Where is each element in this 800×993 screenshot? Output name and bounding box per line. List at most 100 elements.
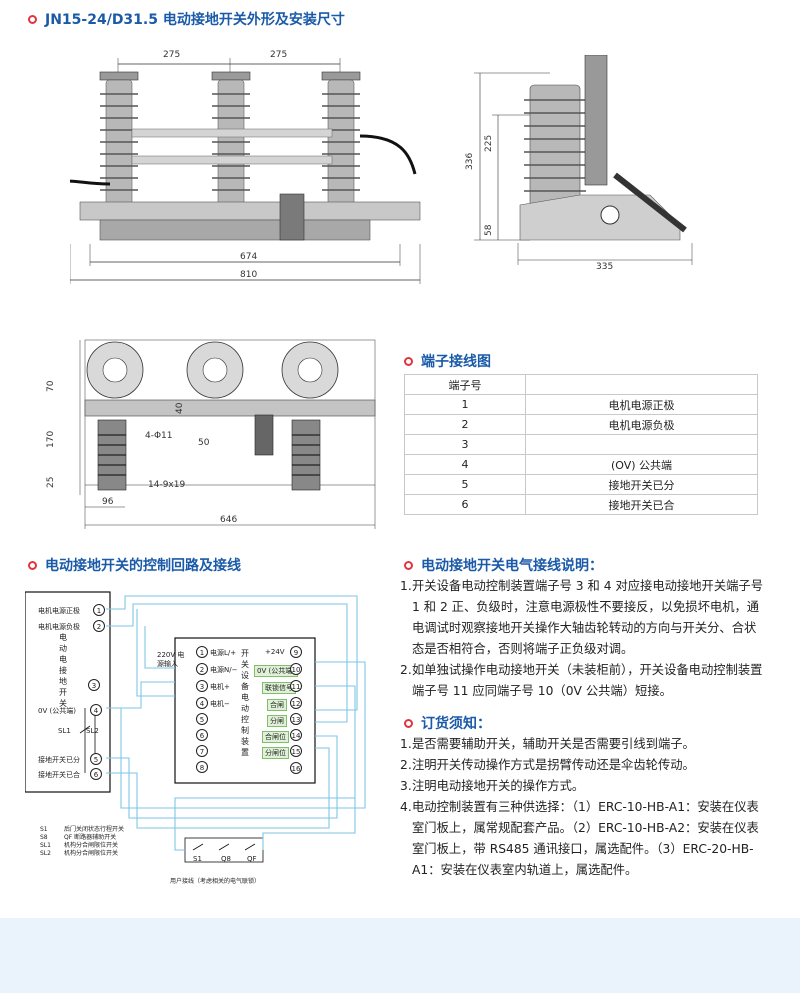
front-dim-674: 674 (240, 252, 258, 262)
terminal-table-header: 端子号 (404, 374, 758, 395)
side-view-drawing (474, 55, 693, 265)
legend-code: SL1 (40, 842, 51, 849)
ctrl-mid-label: 电机+ (210, 683, 230, 691)
note-index: 4. (400, 800, 412, 814)
order-notes-title: 订货须知： (404, 713, 491, 733)
legend-row: SL1 机构分合闸限位开关 (40, 842, 124, 850)
list-item: 1. 是否需要辅助开关，辅助开关是否需要引线到端子。 (400, 734, 765, 755)
plan-dim-25: 25 (46, 476, 56, 488)
plan-dim-170: 170 (46, 430, 56, 448)
note-index: 2. (400, 758, 412, 772)
legend-text: QF 断路器辅助开关 (64, 834, 117, 841)
ctrl-left-terminal: 6 (90, 768, 102, 780)
terminal-desc (525, 434, 758, 455)
terminal-desc: 电机电源负极 (525, 414, 758, 435)
ctrl-mid-label: 合闸位 (262, 731, 289, 743)
plan-dim-14-slots: 14-9x19 (148, 480, 186, 490)
ctrl-left-label: 0V (公共端) (38, 707, 76, 715)
user-switch-label: S1 (193, 855, 202, 863)
front-view-drawing (70, 58, 421, 284)
ctrl-mid-terminal: 15 (290, 745, 302, 757)
plan-dim-4-holes: 4-Φ11 (145, 431, 173, 441)
side-dim-336: 336 (465, 152, 475, 170)
front-dim-top-right: 275 (270, 50, 288, 60)
ctrl-mid-terminal: 2 (196, 663, 208, 675)
table-row: 1 电机电源正极 (404, 394, 758, 415)
ctrl-mid-terminal: 7 (196, 745, 208, 757)
ctrl-power-input-label: 220V 电源输入 (157, 651, 185, 668)
ctrl-mid-terminal: 8 (196, 761, 208, 773)
ctrl-mid-terminal: 1 (196, 646, 208, 658)
terminal-desc: 接地开关已合 (525, 494, 758, 515)
legend-row: SL2 机构分合闸限位开关 (40, 850, 124, 858)
terminal-no: 4 (404, 454, 526, 475)
user-switch-label: Q8 (221, 855, 231, 863)
terminal-no: 3 (404, 434, 526, 455)
legend-text: 后门关闭状态行程开关 (64, 826, 125, 833)
ctrl-sl2-label: SL2 (86, 727, 99, 735)
user-switch-label: QF (247, 855, 257, 863)
terminal-desc: (OV) 公共端 (525, 454, 758, 475)
bullet-ring-icon (404, 560, 413, 570)
table-row: 6 接地开关已合 (404, 494, 758, 515)
ctrl-left-terminal: 1 (93, 604, 105, 616)
terminal-desc: 接地开关已分 (525, 474, 758, 495)
ctrl-left-label: 电机电源负极 (38, 623, 80, 631)
plan-dim-646: 646 (220, 515, 238, 525)
legend-code: SL2 (40, 850, 51, 857)
wiring-notes-title-text: 电动接地开关电气接线说明： (421, 558, 603, 574)
ctrl-mid-terminal: 5 (196, 713, 208, 725)
bullet-ring-icon (28, 560, 37, 570)
note-text: 开关设备电动控制装置端子号 3 和 4 对应接电动接地开关端子号 1 和 2 正… (412, 579, 764, 656)
plan-dim-96: 96 (102, 497, 114, 507)
outline-title-text: JN15-24/D31.5 电动接地开关外形及安装尺寸 (45, 12, 345, 28)
legend-row: S8 QF 断路器辅助开关 (40, 834, 124, 842)
ctrl-mid-label: 电源L/+ (210, 649, 237, 657)
bullet-ring-icon (28, 14, 37, 24)
front-dim-top-left: 275 (163, 50, 181, 60)
list-item: 3. 注明电动接地开关的操作方式。 (400, 776, 765, 797)
list-item: 2. 注明开关传动操作方式是拐臂传动还是伞齿轮传动。 (400, 755, 765, 776)
bullet-ring-icon (404, 356, 413, 366)
ctrl-left-terminal: 2 (93, 620, 105, 632)
control-title-text: 电动接地开关的控制回路及接线 (45, 558, 241, 574)
terminal-section-title: 端子接线图 (404, 351, 491, 371)
ctrl-mid-terminal: 9 (290, 646, 302, 658)
list-item: 1. 开关设备电动控制装置端子号 3 和 4 对应接电动接地开关端子号 1 和 … (400, 576, 765, 660)
note-index: 1. (400, 737, 412, 751)
plan-dim-50: 50 (198, 438, 210, 448)
note-text: 注明电动接地开关的操作方式。 (412, 779, 585, 793)
ctrl-mid-label: +24V (265, 648, 285, 656)
front-dim-810: 810 (240, 270, 258, 280)
ctrl-mid-terminal: 16 (290, 762, 302, 774)
list-item: 2. 如单独试操作电动接地开关（未装柜前），开关设备电动控制装置端子号 11 应… (400, 660, 765, 702)
ctrl-mid-terminal: 11 (290, 680, 302, 692)
ctrl-left-vertical-text: 电动电接地开关 (59, 633, 67, 708)
ctrl-mid-label: 分闸 (267, 715, 287, 727)
note-index: 2. (400, 663, 412, 677)
terminal-no: 2 (404, 414, 526, 435)
ctrl-mid-terminal: 4 (196, 697, 208, 709)
footer-band (0, 918, 800, 993)
wiring-notes-list: 1. 开关设备电动控制装置端子号 3 和 4 对应接电动接地开关端子号 1 和 … (400, 576, 765, 702)
ctrl-sl1-label: SL1 (58, 727, 71, 735)
ctrl-left-terminal: 4 (90, 704, 102, 716)
ctrl-mid-label: 电源N/− (210, 666, 238, 674)
legend-text: 机构分合闸限位开关 (64, 842, 119, 849)
legend-text: 机构分合闸限位开关 (64, 850, 119, 857)
ctrl-left-label: 电机电源正极 (38, 607, 80, 615)
note-text: 如单独试操作电动接地开关（未装柜前），开关设备电动控制装置端子号 11 应同端子… (412, 663, 763, 698)
ctrl-mid-terminal: 13 (290, 713, 302, 725)
ctrl-mid-terminal: 14 (290, 729, 302, 741)
table-row: 3 (404, 434, 758, 455)
plan-dim-40: 40 (175, 402, 185, 414)
order-notes-list: 1. 是否需要辅助开关，辅助开关是否需要引线到端子。 2. 注明开关传动操作方式… (400, 734, 765, 881)
legend-code: S8 (40, 834, 48, 841)
terminal-table: 端子号 1 电机电源正极 2 电机电源负极 3 4 (OV) 公共端 5 接地开… (404, 374, 758, 515)
note-index: 1. (400, 579, 412, 593)
outline-section-title: JN15-24/D31.5 电动接地开关外形及安装尺寸 (28, 9, 345, 29)
ctrl-left-terminal: 3 (88, 679, 100, 691)
ctrl-mid-terminal: 6 (196, 729, 208, 741)
